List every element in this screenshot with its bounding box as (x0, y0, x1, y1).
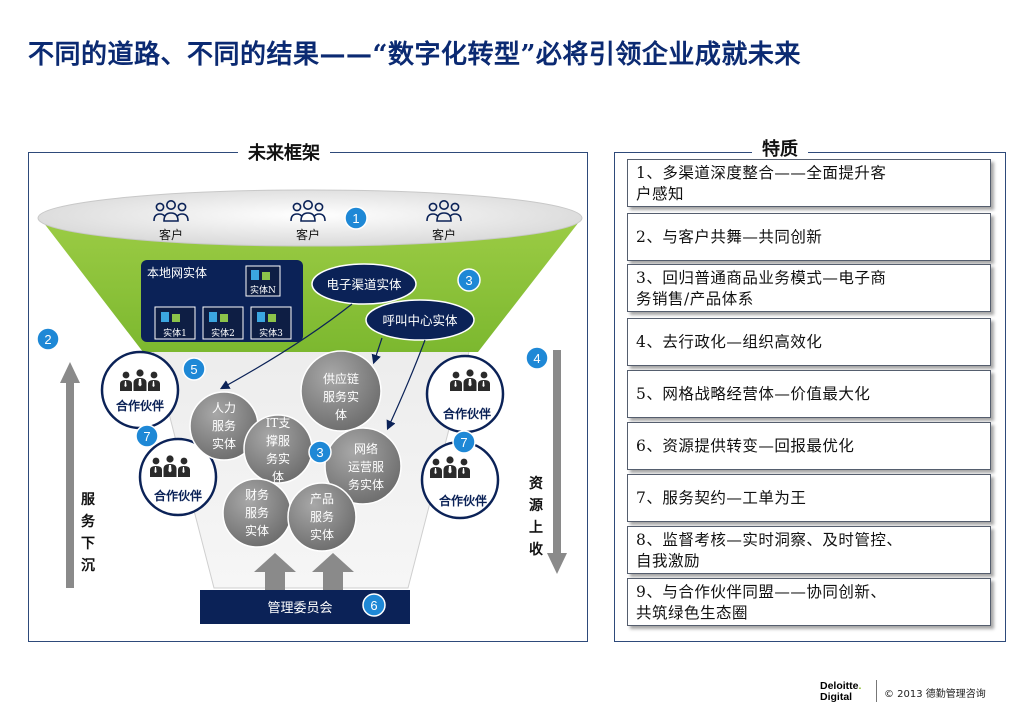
entity-2: 实体2 (202, 306, 244, 340)
badge-2-label: 2 (44, 332, 51, 347)
entity-n: 实体N (245, 265, 281, 297)
trait-item-2: 2、与客户共舞—共同创新 (627, 213, 991, 261)
trait-item-7: 7、服务契约—工单为王 (627, 474, 991, 522)
svg-text:服务: 服务 (310, 509, 334, 524)
entity-1-label: 实体1 (163, 327, 187, 339)
up-arrow (312, 553, 354, 592)
badge-1 (344, 206, 368, 230)
trait-item-8: 8、监督考核—实时洞察、及时管控、 自我激励 (627, 526, 991, 574)
deloitte-digital-logo: Deloitte. Digital (820, 680, 862, 703)
svg-text:服务: 服务 (245, 505, 269, 520)
badge-4-label: 4 (533, 351, 540, 366)
svg-text:实体: 实体 (310, 527, 334, 542)
ecommerce-channel-label: 电子渠道实体 (326, 277, 402, 292)
partner-circle: 合作伙伴 (420, 440, 500, 520)
local-network-label: 本地网实体 (147, 265, 207, 280)
resource-up-arrow (547, 350, 567, 574)
service-down-char: 下 (81, 536, 95, 552)
badge-7 (135, 424, 159, 448)
svg-text:人力: 人力 (212, 401, 236, 415)
network-ops-entity: 网络 运营服 务实体 (324, 427, 402, 505)
svg-text:财务: 财务 (245, 487, 269, 502)
badge-6 (362, 593, 386, 617)
svg-text:供应链: 供应链 (323, 371, 359, 386)
up-arrow (254, 553, 296, 592)
finance-entity: 财务 服务 实体 (222, 478, 292, 548)
svg-text:实体: 实体 (212, 436, 236, 451)
badge-3-label: 3 (465, 273, 472, 288)
page-title: 不同的道路、不同的结果——“数字化转型”必将引领企业成就未来 (28, 40, 801, 70)
connector-arrow (219, 303, 353, 390)
badge-5-label: 5 (190, 362, 197, 377)
ecommerce-channel (311, 263, 417, 305)
customer-label: 客户 (432, 227, 456, 242)
future-framework-diagram: 客户 客户 客户 1 本地网实体 实体N 实体1 实体2 实体3 电子渠道实体 … (36, 189, 583, 624)
funnel-top-ellipse (37, 189, 583, 247)
badge-7 (452, 430, 476, 454)
resource-up-char: 源 (529, 497, 543, 514)
service-down-arrow (60, 362, 80, 588)
callcenter-channel (365, 299, 475, 341)
badge-4 (525, 346, 549, 370)
partner-label: 合作伙伴 (443, 406, 491, 421)
product-entity: 产品 服务 实体 (287, 482, 357, 552)
trait-item-9: 9、与合作伙伴同盟——协同创新、 共筑绿色生态圈 (627, 578, 991, 626)
svg-text:产品: 产品 (310, 492, 334, 506)
svg-text:实体: 实体 (245, 523, 269, 538)
entity-3: 实体3 (250, 306, 292, 340)
trait-item-4: 4、去行政化—组织高效化 (627, 318, 991, 366)
copyright: © 2013 德勤管理咨询 (884, 689, 986, 700)
svg-text:体: 体 (272, 470, 284, 484)
svg-text:IT支: IT支 (266, 416, 291, 430)
service-down-char: 服 (81, 492, 96, 508)
trait-item-6: 6、资源提供转变—回报最优化 (627, 422, 991, 470)
management-committee-label: 管理委员会 (267, 601, 332, 616)
entity-1: 实体1 (154, 306, 196, 340)
trait-item-3: 3、回归普通商品业务模式—电子商 务销售/产品体系 (627, 264, 991, 312)
connector-arrow (386, 339, 426, 431)
trait-item-1: 1、多渠道深度整合——全面提升客 户感知 (627, 159, 991, 207)
resource-up-char: 资 (529, 475, 543, 492)
entity-3-label: 实体3 (259, 327, 283, 339)
entity-2-label: 实体2 (211, 327, 235, 339)
trait-item-5: 5、网格战略经营体—价值最大化 (627, 370, 991, 418)
supply-chain-entity: 供应链 服务实 体 (300, 350, 382, 432)
entity-n-label: 实体N (250, 284, 276, 296)
svg-text:网络: 网络 (354, 441, 378, 456)
traits-title: 特质 (752, 135, 808, 161)
customer-label: 客户 (159, 227, 183, 242)
customer-label: 客户 (296, 227, 320, 242)
badge-3 (457, 268, 481, 292)
svg-text:服务: 服务 (212, 418, 236, 433)
badge-1-label: 1 (352, 211, 359, 226)
badge-6-label: 6 (370, 598, 377, 613)
svg-text:务实体: 务实体 (348, 477, 384, 492)
badge-3 (308, 440, 332, 464)
partner-circle: 合作伙伴 (425, 354, 505, 434)
badge-5 (182, 357, 206, 381)
partner-label: 合作伙伴 (439, 493, 487, 508)
svg-text:撑服: 撑服 (266, 433, 290, 448)
svg-text:运营服: 运营服 (348, 460, 384, 474)
service-down-char: 沉 (81, 557, 95, 574)
callcenter-channel-label: 呼叫中心实体 (382, 313, 458, 328)
badge-2 (36, 327, 60, 351)
future-framework-title: 未来框架 (238, 139, 330, 165)
badge-3-label: 3 (316, 445, 323, 460)
badge-7-label: 7 (460, 435, 467, 450)
svg-text:体: 体 (335, 408, 347, 422)
resource-up-char: 收 (529, 541, 544, 558)
connector-arrow (371, 337, 383, 365)
it-support-entity: IT支 撑服 务实 体 (243, 414, 313, 484)
footer-separator (876, 680, 877, 702)
resource-up-char: 上 (529, 520, 543, 536)
partner-circle: 合作伙伴 (100, 350, 180, 430)
badge-7-label: 7 (143, 429, 150, 444)
partner-circle: 合作伙伴 (138, 437, 218, 517)
service-down-char: 务 (81, 513, 96, 530)
svg-text:务实: 务实 (266, 451, 290, 466)
partner-label: 合作伙伴 (116, 398, 164, 413)
svg-text:服务实: 服务实 (323, 389, 359, 404)
partner-label: 合作伙伴 (154, 488, 202, 503)
